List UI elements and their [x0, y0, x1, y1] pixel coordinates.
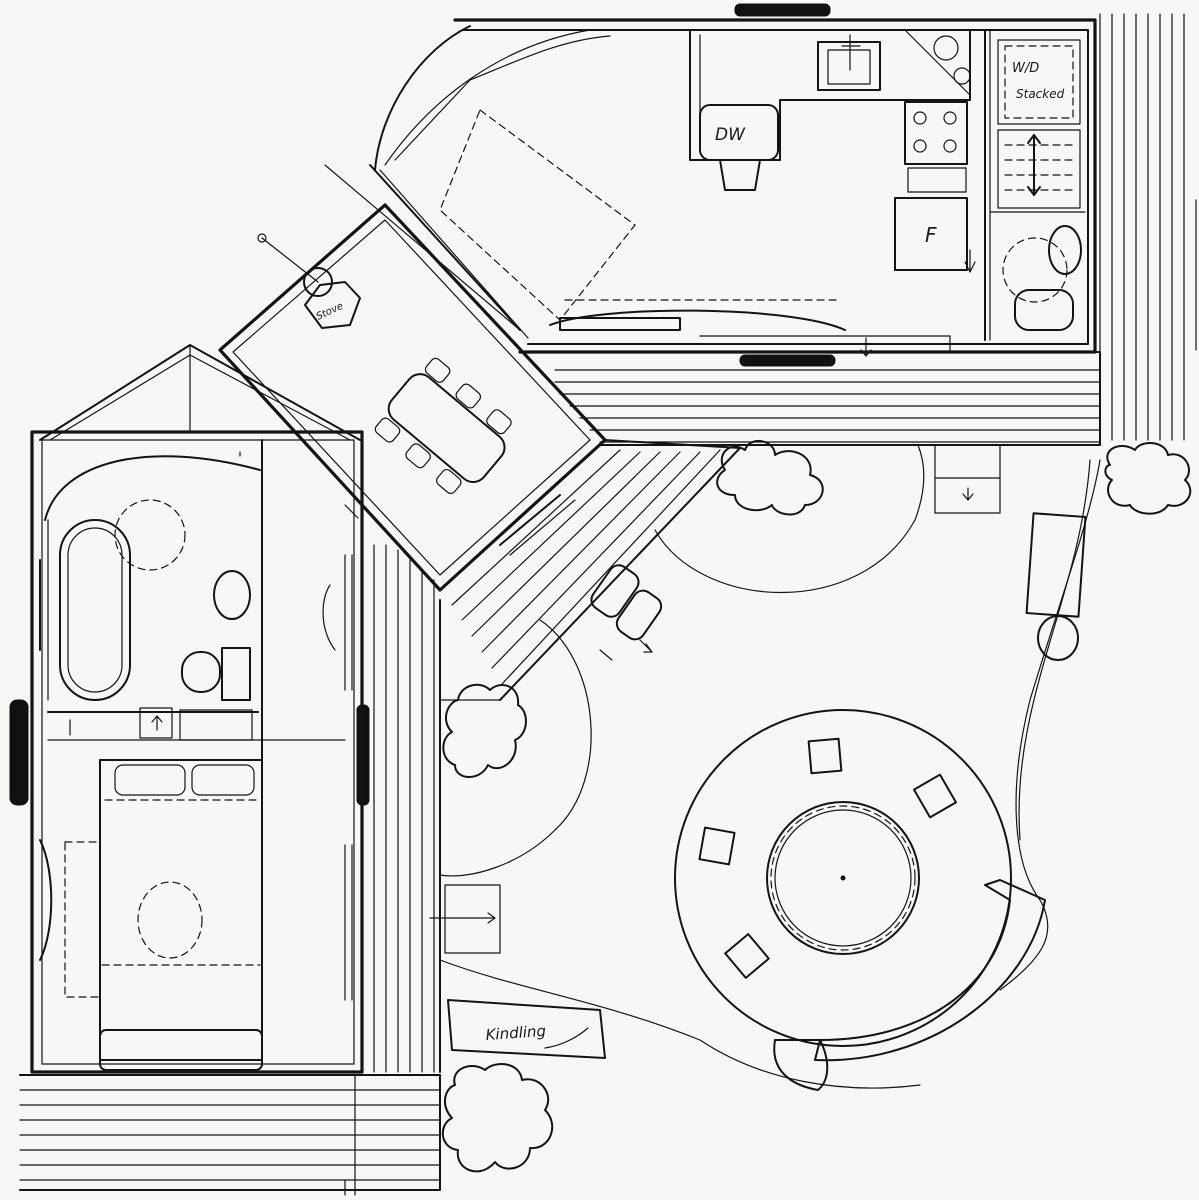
fire-pit-area [674, 709, 1046, 1091]
firepit-chair-3 [698, 826, 736, 866]
bath-sink [1048, 225, 1082, 275]
fire-pit [766, 801, 920, 955]
kindling-box: Kindling [447, 999, 606, 1059]
kitchen-siding [1099, 13, 1197, 441]
deck-vertical [361, 539, 441, 1073]
curved-bench [814, 879, 1046, 1062]
fridge-label: F [925, 223, 937, 247]
bathtub [59, 519, 131, 701]
fridge [894, 197, 968, 271]
cooktop [904, 101, 968, 165]
shrub-top [716, 440, 824, 516]
bed [99, 759, 263, 1061]
washer-dryer [997, 39, 1081, 125]
stove-label: Stove [315, 301, 345, 323]
window-bottom [739, 354, 836, 367]
yard: Kindling [429, 440, 1192, 1173]
firepit-chair-4 [724, 933, 770, 979]
dishwasher [699, 104, 779, 161]
window-left [9, 699, 29, 806]
canopy-arc-1 [654, 444, 925, 594]
shrub-bottom [442, 1063, 554, 1173]
deck-horizontal [519, 351, 1101, 446]
window-top [734, 3, 831, 17]
dishwasher-label: DW [715, 125, 746, 145]
planter-box-top [934, 444, 1001, 514]
canopy-arc-2 [439, 619, 592, 877]
deck-bottom [19, 1074, 441, 1196]
yard-bench [1025, 512, 1087, 618]
lounge-chairs [590, 564, 663, 661]
dining-wing: Stove [218, 203, 607, 592]
planter-box-left [444, 884, 501, 954]
kindling-label: Kindling [485, 1022, 547, 1044]
firepit-chair-2 [913, 773, 957, 819]
kitchen-wing: DW F W/D Stacked [324, 3, 1197, 441]
kitchen-sink [817, 41, 881, 91]
wood-stove [304, 281, 361, 329]
washer-dryer-label-1: W/D [1012, 61, 1039, 76]
firepit-chair-1 [807, 737, 843, 775]
bedroom-toilet [181, 651, 221, 693]
washer-dryer-label-2: Stacked [1016, 87, 1065, 101]
toilet [1014, 289, 1074, 331]
dining-table [374, 357, 512, 495]
shrub-right [1104, 442, 1192, 515]
stair-storage [997, 129, 1081, 209]
bedroom-bath-sink [213, 570, 251, 620]
shrub-left [442, 683, 527, 778]
